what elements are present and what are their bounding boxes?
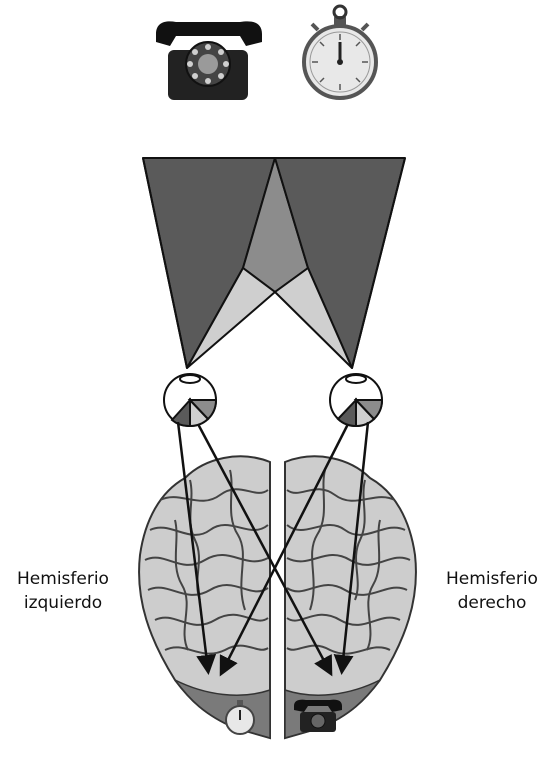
right-hemisphere-label-line2: derecho	[436, 591, 548, 615]
right-hemisphere-label: Hemisferio derecho	[436, 567, 548, 615]
right-eye	[330, 374, 382, 426]
telephone-in-right-cortex-icon	[294, 700, 342, 732]
left-hemisphere-label-line1: Hemisferio	[8, 567, 118, 591]
left-hemisphere-label-line2: izquierdo	[8, 591, 118, 615]
stopwatch-icon	[304, 6, 376, 98]
rotary-telephone-icon	[156, 21, 262, 100]
left-hemisphere	[139, 456, 270, 738]
right-hemisphere-label-line1: Hemisferio	[436, 567, 548, 591]
left-eye	[164, 374, 216, 426]
visual-field-projection	[143, 158, 405, 368]
left-hemisphere-label: Hemisferio izquierdo	[8, 567, 118, 615]
